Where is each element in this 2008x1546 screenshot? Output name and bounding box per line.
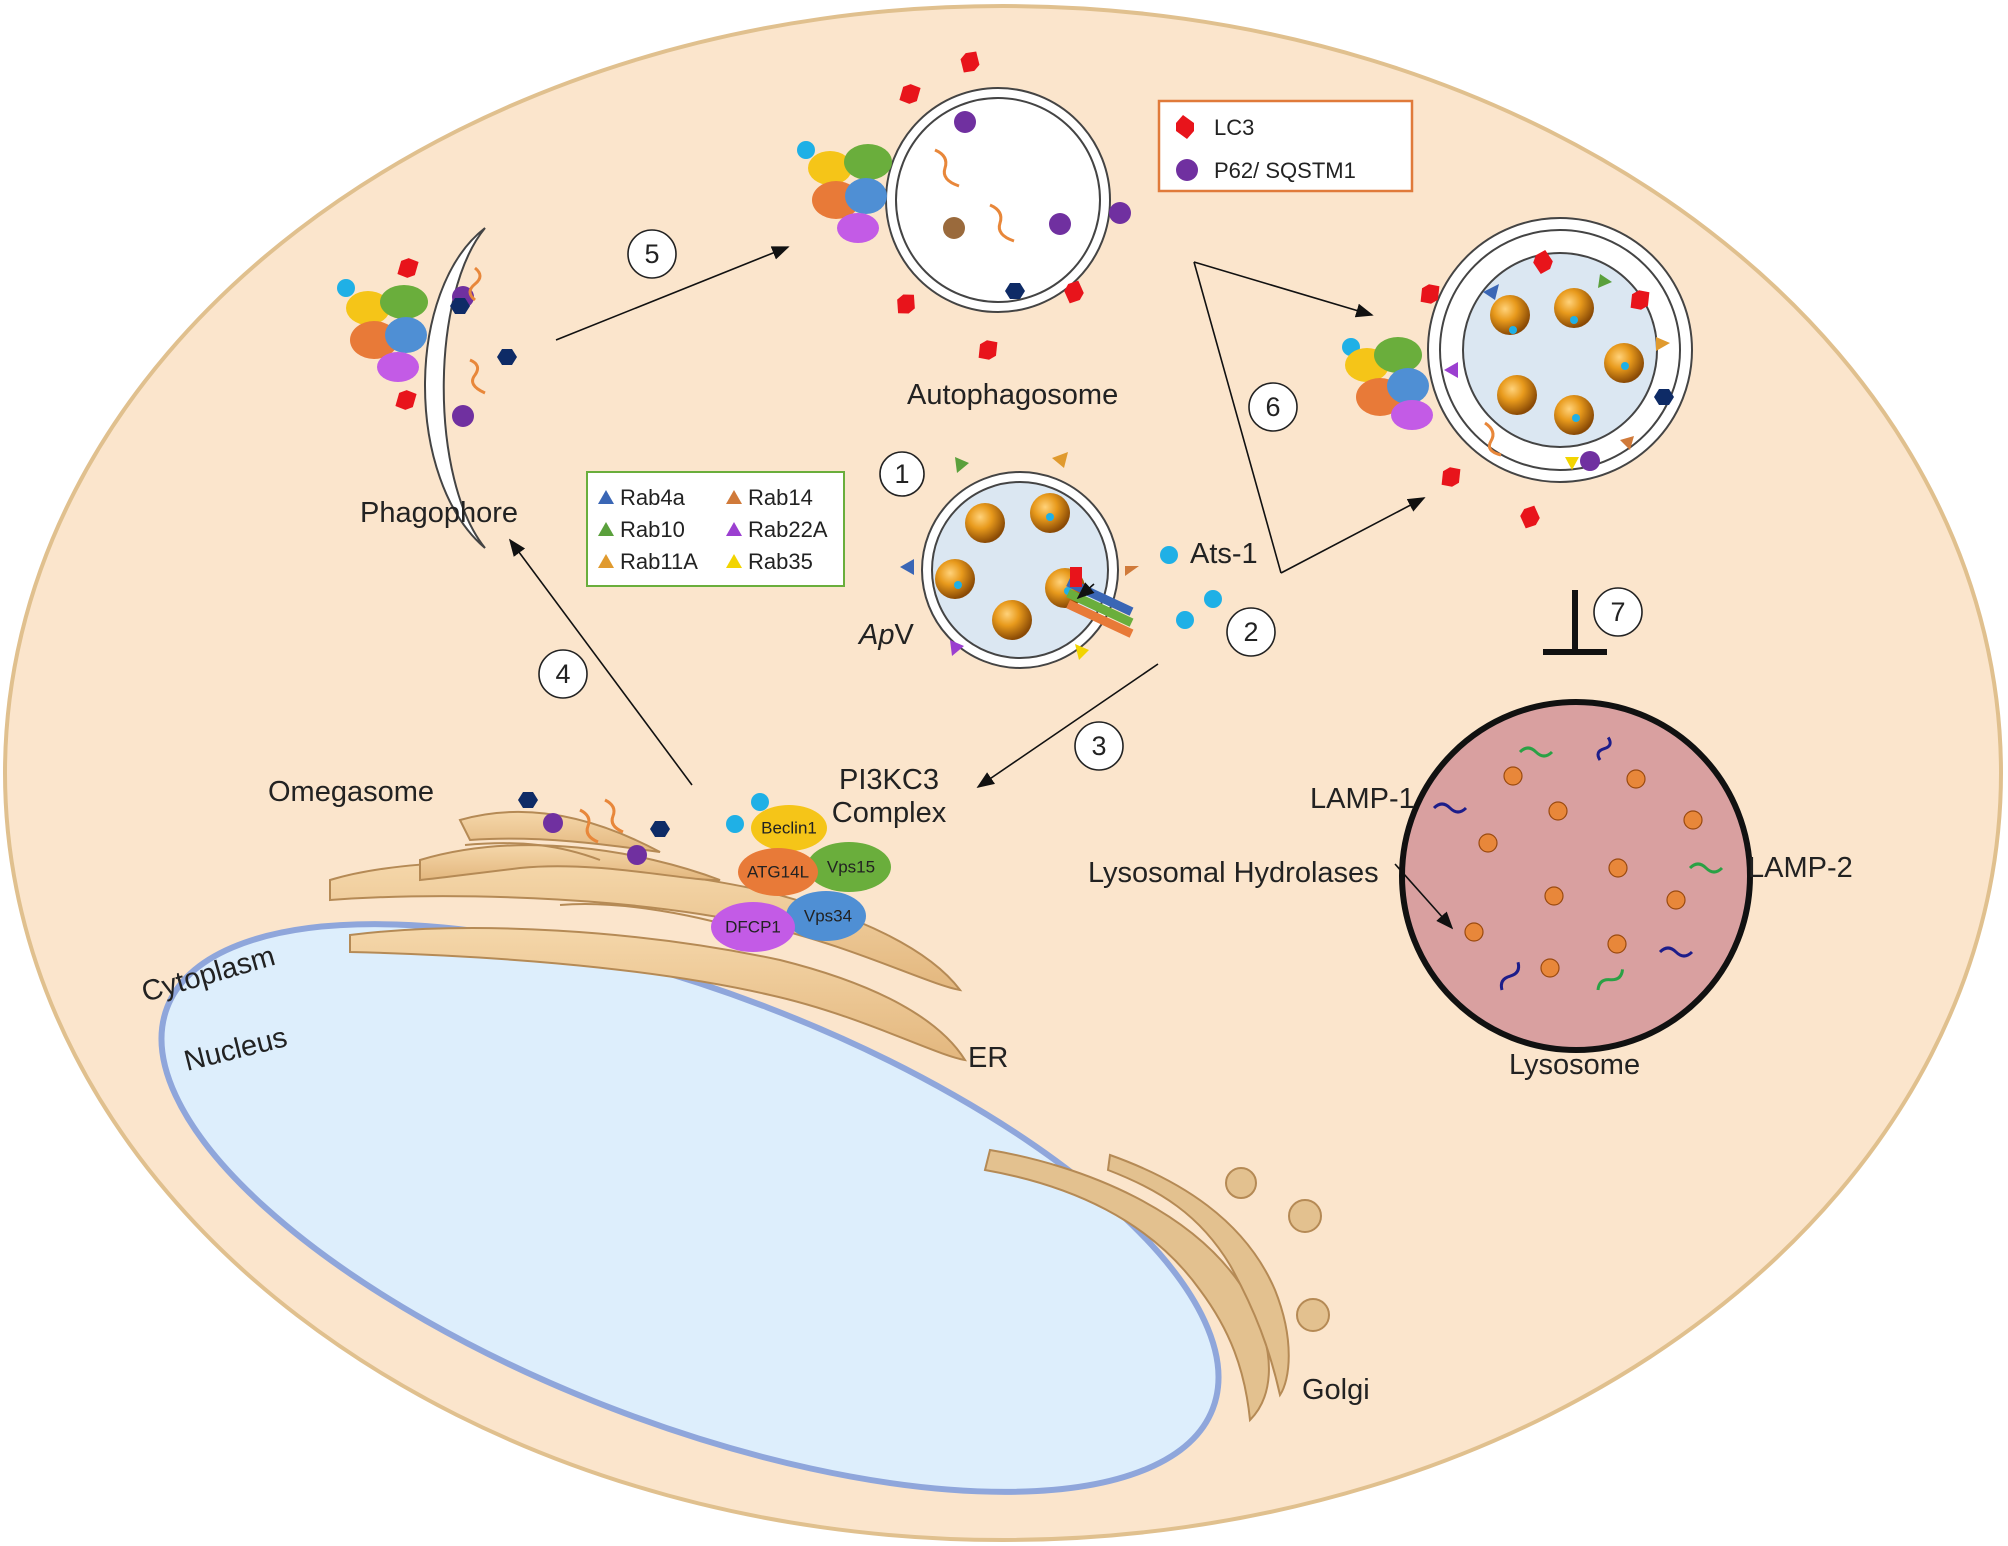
golgi-apparatus bbox=[983, 1148, 1330, 1423]
vps34-protein bbox=[786, 891, 866, 941]
rab-legend-marker bbox=[598, 522, 614, 536]
rab-legend-marker bbox=[598, 490, 614, 504]
phagophore bbox=[391, 227, 517, 549]
lamp1-label: LAMP-1 bbox=[1310, 783, 1415, 815]
arrow-step5 bbox=[555, 246, 790, 341]
pi3kc3-complex: Beclin1 Vps15 ATG14L Vps34 DFCP1 bbox=[711, 793, 891, 952]
svg-text:3: 3 bbox=[1091, 731, 1106, 761]
nucleus bbox=[158, 921, 1222, 1495]
step-5-marker: 5 bbox=[627, 229, 677, 279]
rab-legend-label: Rab35 bbox=[748, 549, 813, 574]
endoplasmic-reticulum bbox=[329, 811, 968, 1062]
omegasome-cargo bbox=[518, 792, 670, 865]
lysosomal-hydrolases-label: Lysosomal Hydrolases bbox=[1088, 857, 1379, 889]
svg-text:5: 5 bbox=[644, 239, 659, 269]
beclin1-label: Beclin1 bbox=[761, 819, 817, 838]
apv-label: ApV bbox=[857, 619, 914, 651]
rab-legend-marker bbox=[726, 554, 742, 568]
lamp2-label: LAMP-2 bbox=[1748, 852, 1853, 884]
rab-legend-label: Rab10 bbox=[620, 517, 685, 542]
arrow-step6-top bbox=[1193, 261, 1374, 318]
apv-autophagosome-fusion bbox=[1415, 217, 1693, 532]
vps15-protein bbox=[807, 842, 891, 892]
phagophore-label: Phagophore bbox=[360, 497, 518, 529]
lysosome bbox=[1394, 699, 1753, 1053]
svg-text:1: 1 bbox=[894, 459, 909, 489]
rab-legend-label: Rab4a bbox=[620, 485, 686, 510]
beclin1-protein bbox=[751, 805, 827, 851]
legend-p62-label: P62/ SQSTM1 bbox=[1214, 158, 1356, 183]
autophagosome-protein-cluster bbox=[797, 141, 892, 243]
step-markers: 1 2 3 4 5 6 7 bbox=[538, 229, 1643, 771]
dfcp1-label: DFCP1 bbox=[725, 918, 781, 937]
step-1-marker: 1 bbox=[879, 451, 925, 497]
vps34-label: Vps34 bbox=[804, 907, 852, 926]
vps15-label: Vps15 bbox=[827, 858, 875, 877]
golgi-label: Golgi bbox=[1302, 1374, 1370, 1406]
arrow-step4 bbox=[508, 538, 693, 786]
p62-marker bbox=[1049, 213, 1071, 235]
atg14l-protein bbox=[738, 848, 818, 896]
svg-text:2: 2 bbox=[1243, 617, 1258, 647]
step-2-marker: 2 bbox=[1226, 607, 1276, 657]
svg-text:7: 7 bbox=[1610, 597, 1625, 627]
phagophore-membrane bbox=[424, 227, 486, 549]
ats1-effector-dots bbox=[1160, 546, 1222, 629]
step-4-marker: 4 bbox=[538, 649, 588, 699]
apv-vacuole bbox=[900, 452, 1139, 669]
step-3-marker: 3 bbox=[1074, 721, 1124, 771]
p62-marker bbox=[452, 405, 474, 427]
omegasome-label: Omegasome bbox=[268, 776, 434, 808]
pi3kc3-complex-label: Complex bbox=[832, 797, 947, 829]
ats1-secretion-system bbox=[1066, 567, 1134, 638]
rab-legend-label: Rab11A bbox=[620, 549, 698, 574]
svg-text:6: 6 bbox=[1265, 392, 1280, 422]
dfcp1-protein bbox=[711, 902, 795, 952]
autophagosome-label: Autophagosome bbox=[907, 379, 1118, 411]
autophagosome bbox=[885, 47, 1131, 364]
rab-legend-marker bbox=[726, 522, 742, 536]
rab-legend-marker bbox=[726, 490, 742, 504]
rab-legend-label: Rab14 bbox=[748, 485, 813, 510]
fusion-protein-cluster bbox=[1342, 337, 1433, 430]
atg14l-label: ATG14L bbox=[747, 863, 809, 882]
lysosome-label: Lysosome bbox=[1509, 1049, 1640, 1081]
rab-legend-marker bbox=[598, 554, 614, 568]
arrow-step6-bottom bbox=[1280, 497, 1426, 574]
pi3kc3-complex-cluster bbox=[337, 279, 428, 382]
arrow-step6-side bbox=[1193, 261, 1282, 574]
marker-legend: LC3 P62/ SQSTM1 bbox=[1157, 99, 1414, 193]
p62-marker bbox=[1109, 202, 1131, 224]
p62-marker bbox=[954, 111, 976, 133]
ats1-label: Ats-1 bbox=[1190, 538, 1258, 570]
pathway-arrows bbox=[508, 246, 1426, 788]
arrow-step3 bbox=[976, 663, 1159, 788]
inhibition-symbol bbox=[1543, 590, 1607, 655]
step-6-marker: 6 bbox=[1248, 382, 1298, 432]
bacteria-group bbox=[1490, 288, 1644, 435]
er-label: ER bbox=[968, 1042, 1008, 1074]
svg-text:4: 4 bbox=[555, 659, 570, 689]
rab-legend-label: Rab22A bbox=[748, 517, 828, 542]
legend-lc3-label: LC3 bbox=[1214, 115, 1254, 140]
step-7-marker: 7 bbox=[1593, 587, 1643, 637]
pi3kc3-label: PI3KC3 bbox=[839, 764, 939, 796]
